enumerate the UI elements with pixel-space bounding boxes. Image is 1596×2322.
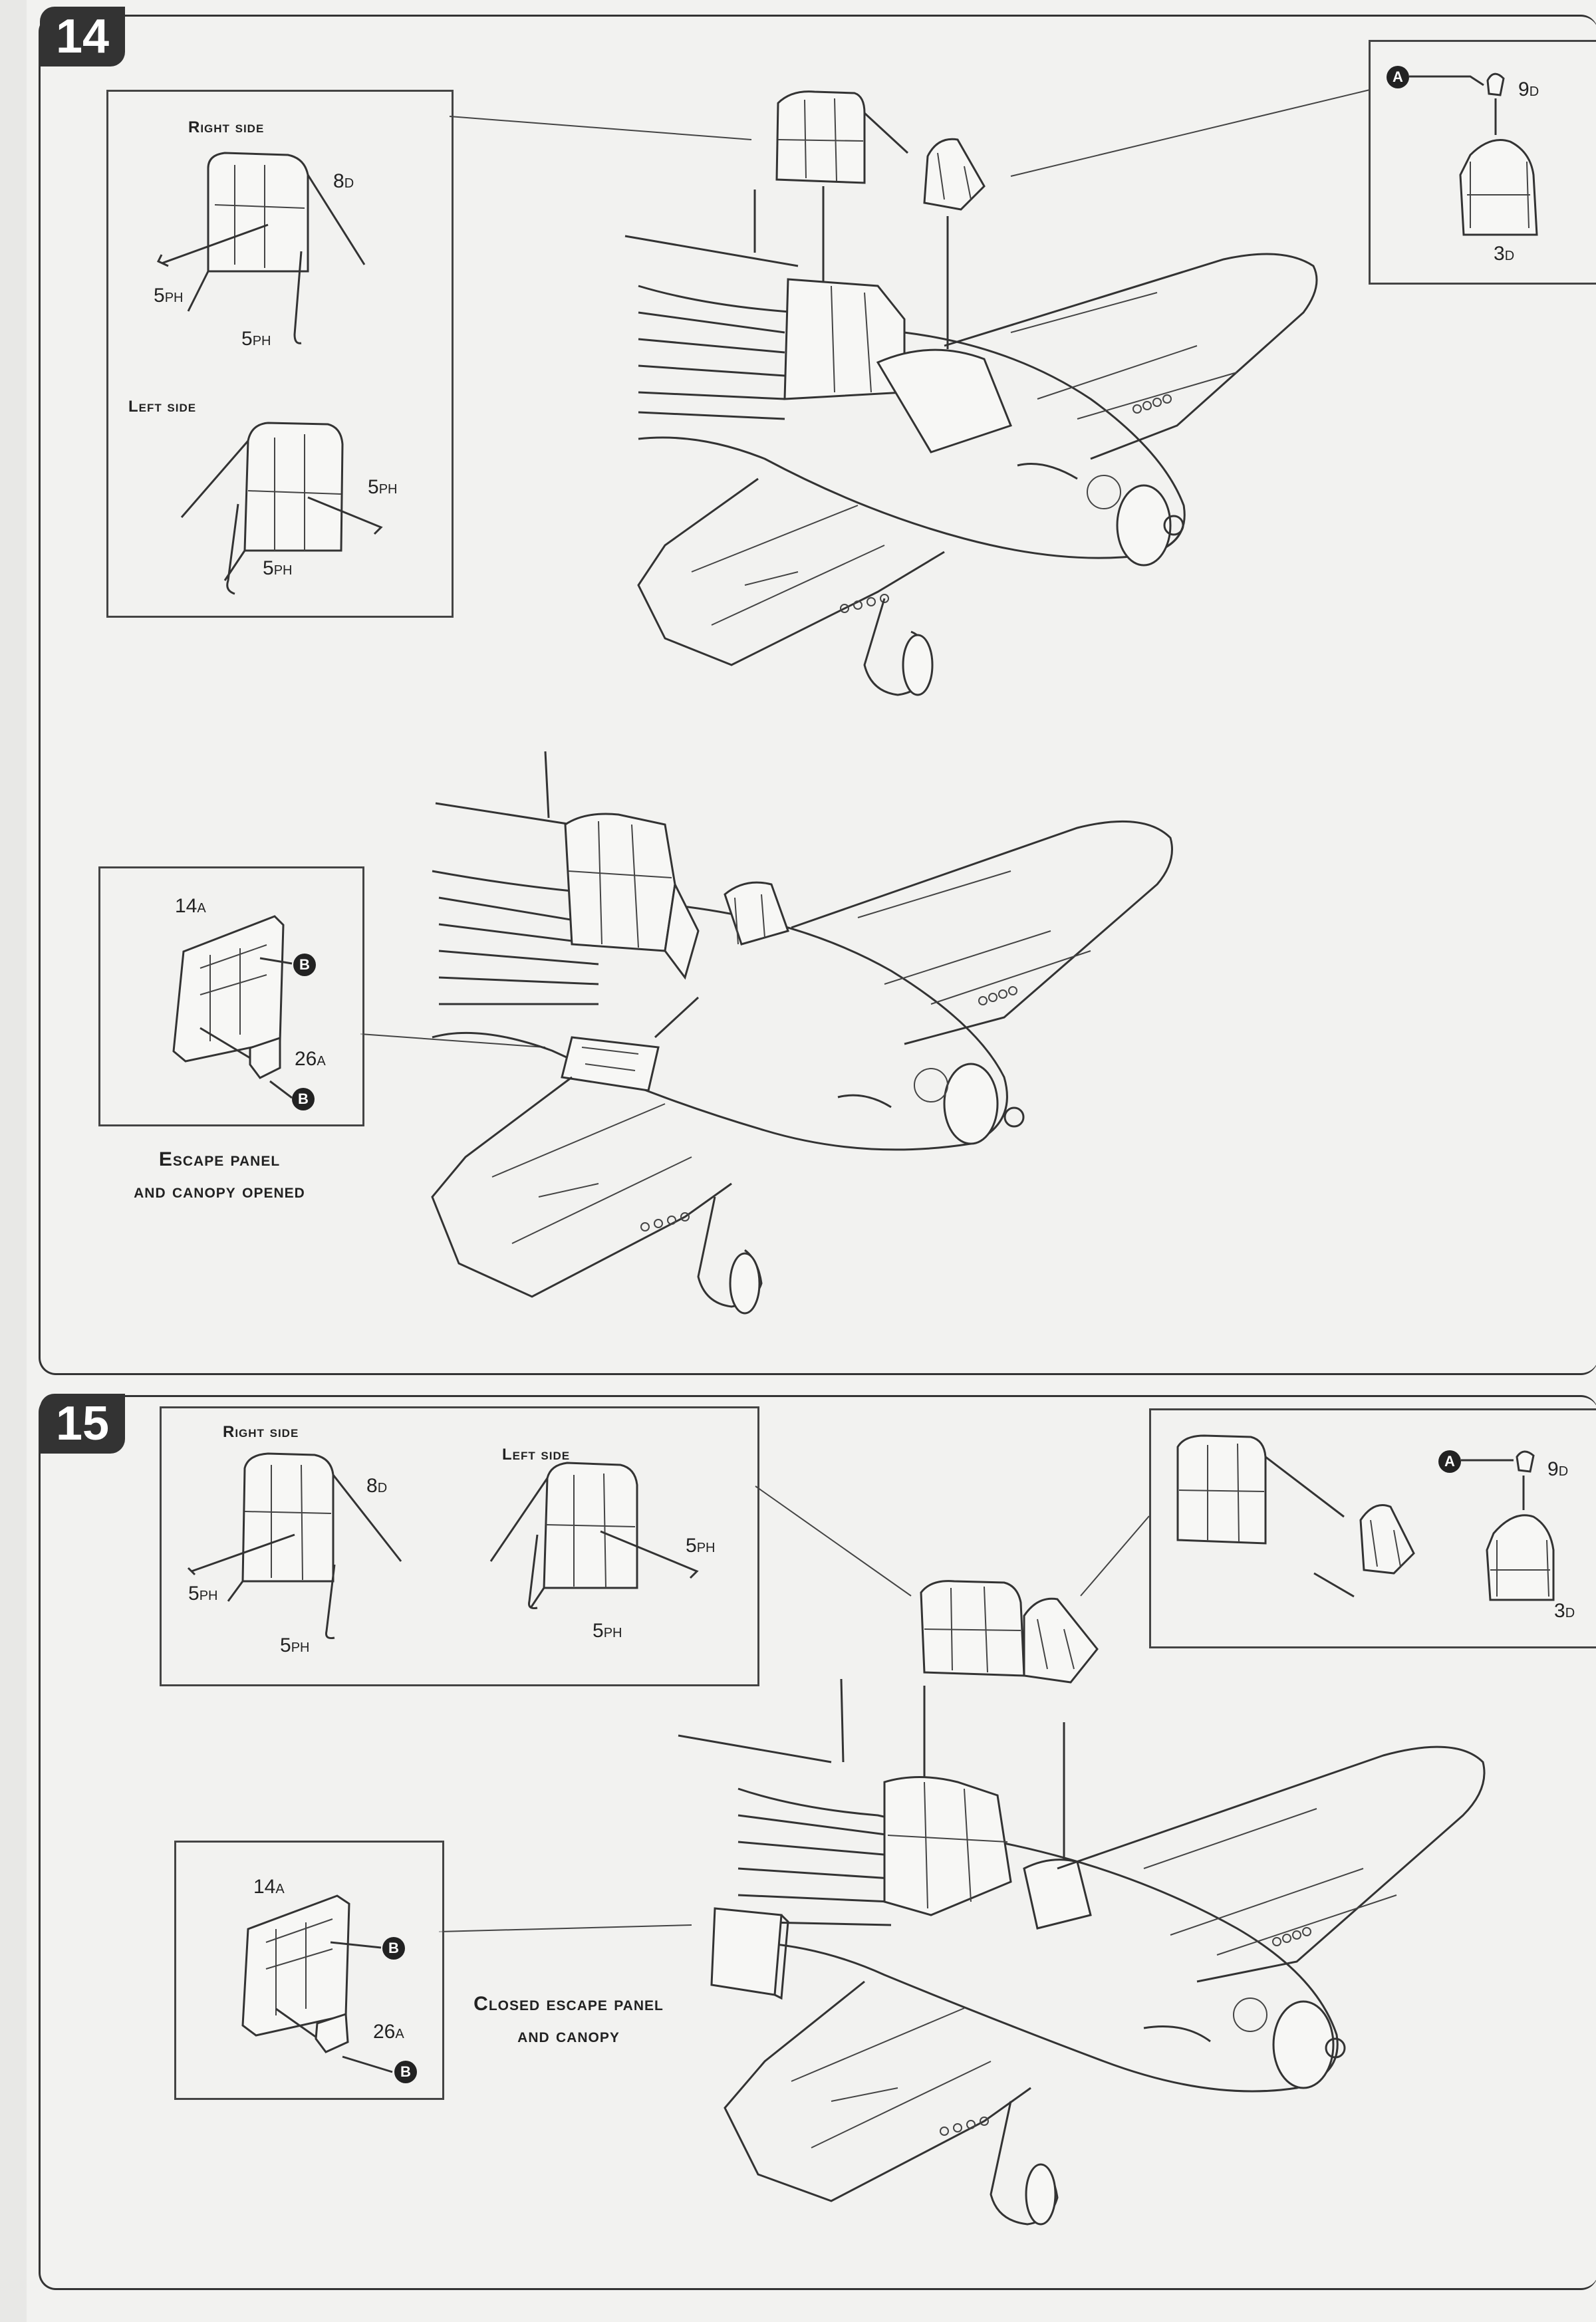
part-5ph-label-a: 5PH	[188, 1583, 218, 1605]
part-9d-label: 9D	[1518, 78, 1539, 100]
marker-b-1: B	[293, 954, 316, 976]
part-5ph-label-a: 5PH	[154, 285, 184, 307]
marker-b-2: B	[394, 2061, 417, 2083]
wing-left-15	[724, 1980, 1059, 2226]
step-14-number: 14	[40, 7, 126, 66]
escape-panel-icon	[241, 1894, 393, 2073]
canopy-right-icon	[156, 152, 383, 595]
canopy-left-15	[489, 1462, 699, 1609]
wing-left-top	[637, 477, 945, 696]
part-5ph-label-b: 5PH	[280, 1634, 310, 1656]
part-8d-label: 8D	[333, 170, 354, 192]
part-5ph-label-d: 5PH	[593, 1620, 622, 1642]
escape-panel-icon	[172, 915, 293, 1099]
wing-left-bottom	[431, 1076, 763, 1315]
part-14a-label: 14A	[175, 895, 206, 917]
rod-right-shape	[156, 223, 303, 344]
marker-b-1: B	[382, 1937, 405, 1960]
part-26a-label: 26A	[295, 1048, 326, 1070]
canopy-right-shape	[187, 152, 366, 312]
right-side-label: Right side	[188, 118, 265, 136]
step-14-caption-line2: and canopy opened	[134, 1180, 305, 1202]
marker-b-2: B	[292, 1088, 315, 1110]
hood-3d-icon	[1409, 72, 1538, 236]
part-3d-label: 3D	[1494, 243, 1515, 265]
canopy-right-15	[187, 1452, 402, 1639]
step-15-canopy-detail-inset: A 9D 3D	[1149, 1408, 1596, 1648]
step-15-caption: Closed escape panel and canopy	[439, 1988, 698, 2052]
page-edge	[0, 0, 27, 2322]
fuselage-top	[624, 190, 1186, 567]
step-14-escape-panel-inset: 14A B 26A B	[98, 866, 364, 1126]
canopy-icon-floating	[775, 90, 986, 349]
left-side-label: Left side	[128, 398, 197, 416]
canopy-detail-15-icon	[1176, 1434, 1555, 1601]
part-5ph-label-d: 5PH	[263, 557, 293, 579]
step-15-caption-line2: and canopy	[517, 2025, 620, 2047]
part-5ph-label-c: 5PH	[368, 476, 398, 498]
step-14-caption: Escape panel and canopy opened	[100, 1144, 339, 1208]
step-14-frame	[39, 15, 1596, 1375]
wing-right-top	[944, 253, 1318, 460]
step-15-frame	[39, 1395, 1596, 2290]
part-5ph-label-b: 5PH	[241, 328, 271, 350]
part-9d-label: 9D	[1547, 1458, 1569, 1480]
left-side-label: Left side	[502, 1446, 571, 1464]
marker-a: A	[1438, 1450, 1461, 1473]
part-26a-label: 26A	[373, 2021, 404, 2043]
marker-a: A	[1387, 66, 1409, 88]
escape-panel-icon-floating	[710, 1907, 789, 2000]
part-8d-label: 8D	[366, 1475, 388, 1497]
step-14-sides-inset: Right side Left side 8D 5PH 5PH 5PH 5PH	[106, 90, 454, 618]
right-side-label: Right side	[223, 1423, 299, 1441]
part-14a-label: 14A	[253, 1876, 285, 1898]
step-14-caption-line1: Escape panel	[158, 1148, 281, 1170]
part-5ph-label-c: 5PH	[686, 1535, 716, 1557]
step-15-caption-line1: Closed escape panel	[473, 1993, 664, 2015]
wing-right-15	[1057, 1745, 1486, 1983]
fuselage-bottom	[432, 751, 1025, 1151]
step-15-escape-panel-inset: 14A B 26A B	[174, 1841, 444, 2100]
canopy-left-shape	[180, 422, 383, 595]
fuselage-15	[678, 1678, 1346, 2093]
part-3d-label: 3D	[1554, 1600, 1575, 1622]
wing-right-bottom	[791, 820, 1173, 1045]
canopy-icon-floating-15	[920, 1580, 1099, 1862]
step-15-sides-inset: Right side Left side 8D 5PH 5PH 5PH 5PH	[160, 1406, 759, 1686]
canopy-sides-icons	[187, 1452, 699, 1639]
step-14-canopy-detail-inset: A 9D 3D	[1369, 40, 1596, 285]
step-15-number: 15	[40, 1394, 126, 1454]
